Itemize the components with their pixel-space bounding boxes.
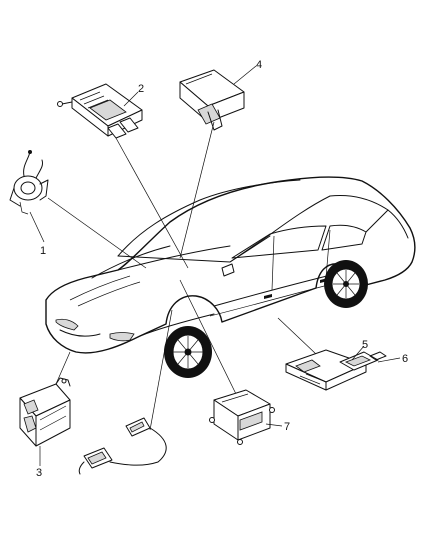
callout-labels: 1 2 3 4 5 6 7: [36, 59, 408, 479]
sensor-box-part-4: [179, 69, 245, 131]
callout-lines: [29, 65, 401, 466]
callout-label-7: 7: [284, 421, 290, 433]
wire-harness: [78, 417, 167, 475]
callout-label-1: 1: [40, 245, 46, 257]
callout-label-5: 5: [362, 339, 368, 351]
callout-label-2: 2: [138, 83, 144, 95]
airbag-module-part-2: [57, 83, 143, 139]
callout-label-3: 3: [36, 467, 42, 479]
clockspring-part-1: [9, 150, 49, 215]
callout-label-4: 4: [256, 59, 262, 71]
callout-label-6: 6: [402, 353, 408, 365]
sedan-vehicle: [45, 176, 416, 378]
leader-lines: [47, 121, 317, 431]
control-module-part-7: [209, 389, 275, 445]
impact-sensor-part-3: [19, 377, 71, 447]
side-sensor-assembly-parts-5-6: [285, 349, 387, 391]
